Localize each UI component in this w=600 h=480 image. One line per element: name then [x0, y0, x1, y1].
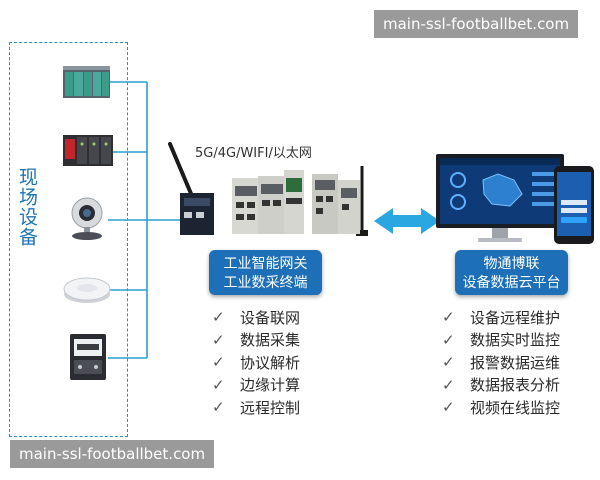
feature-label: 报警数据运维 [470, 353, 561, 372]
watermark-bottom: main-ssl-footballbet.com [10, 440, 215, 468]
list-item: ✓ 远程控制 [212, 396, 300, 419]
cloud-platform-box: 物通博联 设备数据云平台 [455, 250, 568, 295]
check-icon: ✓ [212, 375, 225, 394]
field-devices-group [9, 42, 128, 437]
double-arrow-icon [374, 208, 440, 234]
check-icon: ✓ [442, 375, 455, 394]
list-item: ✓ 边缘计算 [212, 374, 300, 397]
feature-label: 设备联网 [240, 308, 301, 327]
feature-label: 数据采集 [240, 331, 301, 350]
feature-label: 边缘计算 [240, 376, 301, 395]
gateway-box-line2: 工业数采终端 [223, 275, 308, 291]
check-icon: ✓ [442, 330, 455, 349]
cloud-feature-list: ✓ 设备远程维护 ✓ 数据实时监控 ✓ 报警数据运维 ✓ 数据报表分析 ✓ 视频在线监控 [442, 306, 560, 419]
cloud-box-line2: 设备数据云平台 [462, 275, 561, 291]
smoke-detector-icon [63, 277, 111, 303]
list-item: ✓ 数据采集 [212, 329, 300, 352]
list-item: ✓ 协议解析 [212, 351, 300, 374]
controller-device-icon [63, 135, 113, 166]
cloud-platform-screens-icon [436, 154, 594, 244]
list-item: ✓ 设备远程维护 [442, 306, 560, 329]
list-item: ✓ 视频在线监控 [442, 396, 560, 419]
camera-device-icon [71, 197, 103, 240]
check-icon: ✓ [212, 330, 225, 349]
feature-label: 数据实时监控 [470, 331, 561, 350]
cloud-box-line1: 物通博联 [483, 256, 540, 272]
gateway-feature-list: ✓ 设备联网 ✓ 数据采集 ✓ 协议解析 ✓ 边缘计算 ✓ 远程控制 [212, 306, 300, 419]
gateway-box: 工业智能网关 工业数采终端 [209, 250, 322, 295]
check-icon: ✓ [442, 398, 455, 417]
list-item: ✓ 数据报表分析 [442, 374, 560, 397]
feature-label: 视频在线监控 [470, 398, 561, 417]
electric-meter-icon [70, 334, 106, 380]
check-icon: ✓ [212, 308, 225, 327]
list-item: ✓ 数据实时监控 [442, 329, 560, 352]
gateway-box-line1: 工业智能网关 [223, 256, 308, 272]
network-label: 5G/4G/WIFI/以太网 [195, 146, 312, 161]
check-icon: ✓ [442, 308, 455, 327]
check-icon: ✓ [442, 353, 455, 372]
feature-label: 数据报表分析 [470, 376, 561, 395]
list-item: ✓ 设备联网 [212, 306, 300, 329]
gateway-devices-icon [168, 142, 368, 236]
watermark-top: main-ssl-footballbet.com [374, 10, 579, 38]
check-icon: ✓ [212, 398, 225, 417]
check-icon: ✓ [212, 353, 225, 372]
feature-label: 协议解析 [240, 353, 301, 372]
plc-device-icon [63, 66, 110, 98]
feature-label: 远程控制 [240, 398, 301, 417]
field-devices-label: 现场设备 [16, 167, 38, 247]
list-item: ✓ 报警数据运维 [442, 351, 560, 374]
feature-label: 设备远程维护 [470, 308, 561, 327]
